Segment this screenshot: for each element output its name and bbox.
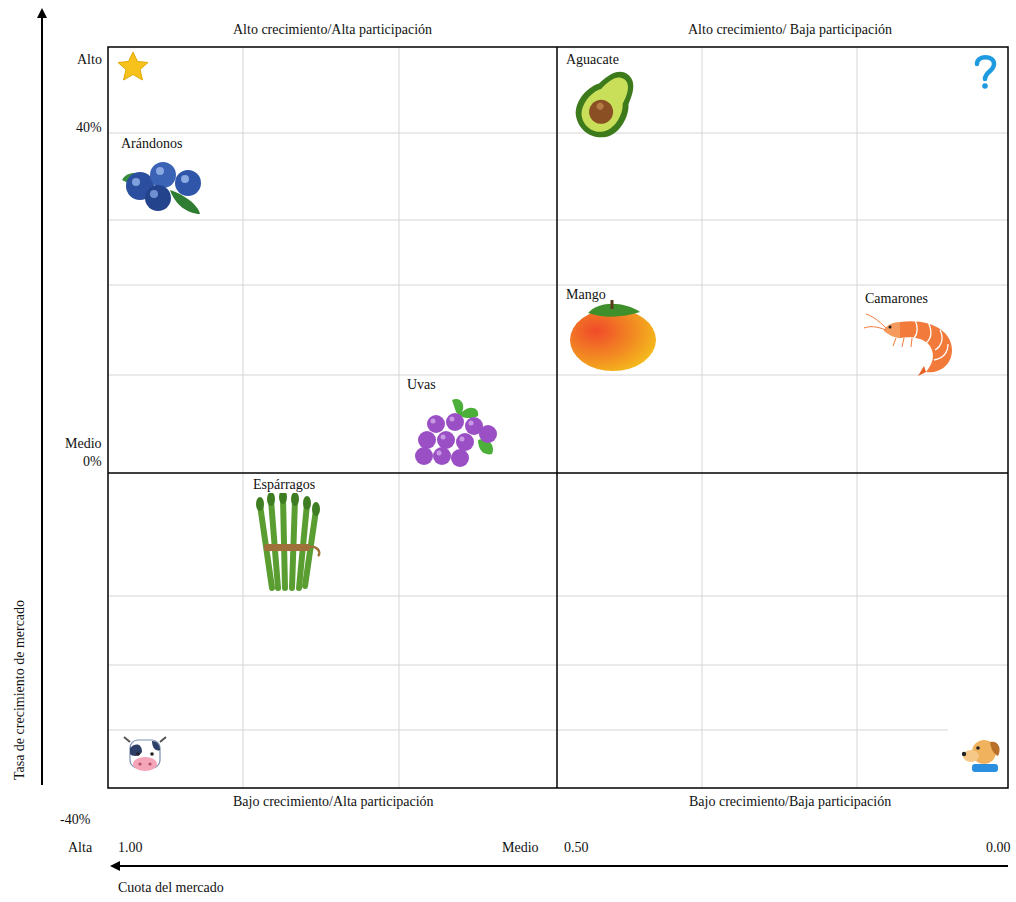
axis-tick: 1.00 [118, 840, 143, 856]
x-axis-arrow [112, 865, 1008, 867]
quadrant-title: Bajo crecimiento/Alta participación [233, 794, 434, 810]
axis-tick: Alto [77, 52, 102, 68]
asparagus-image [256, 490, 320, 588]
question-icon [982, 83, 988, 89]
axis-title: Cuota del mercado [118, 880, 224, 896]
quadrant-divider [556, 47, 558, 788]
quadrant-title: Alto crecimiento/ Baja participación [688, 22, 892, 38]
dog-icon [962, 740, 1000, 772]
grid-lines [108, 47, 1008, 788]
product-label: Camarones [863, 291, 930, 307]
blueberries-image [122, 162, 201, 214]
mango-image [570, 300, 656, 371]
product-label: Espárragos [251, 477, 317, 493]
axis-tick: 0% [83, 454, 102, 470]
cow-icon [124, 737, 166, 771]
product-label: Mango [564, 287, 608, 303]
axis-tick: 0.00 [986, 840, 1011, 856]
avocado-image [566, 60, 648, 147]
star-icon [118, 52, 148, 80]
shrimp-image [864, 314, 952, 376]
axis-tick: Medio [502, 840, 539, 856]
quadrant-divider [108, 472, 1008, 474]
y-axis-arrow [41, 10, 43, 785]
axis-title: Tasa de crecimiento de mercado [12, 600, 28, 780]
product-label: Uvas [405, 377, 438, 393]
quadrant-title: Bajo crecimiento/Baja participación [689, 794, 891, 810]
axis-tick: 40% [76, 120, 102, 136]
grapes-image [415, 399, 497, 467]
product-label: Arándonos [119, 136, 184, 152]
quadrant-title: Alto crecimiento/Alta participación [233, 22, 432, 38]
axis-tick: Alta [68, 840, 92, 856]
matrix-frame [108, 47, 1008, 788]
axis-tick: Medio [65, 436, 102, 452]
question-icon [977, 57, 994, 79]
axis-tick: 0.50 [564, 840, 589, 856]
axis-tick: -40% [60, 812, 90, 828]
product-label: Aguacate [564, 52, 621, 68]
